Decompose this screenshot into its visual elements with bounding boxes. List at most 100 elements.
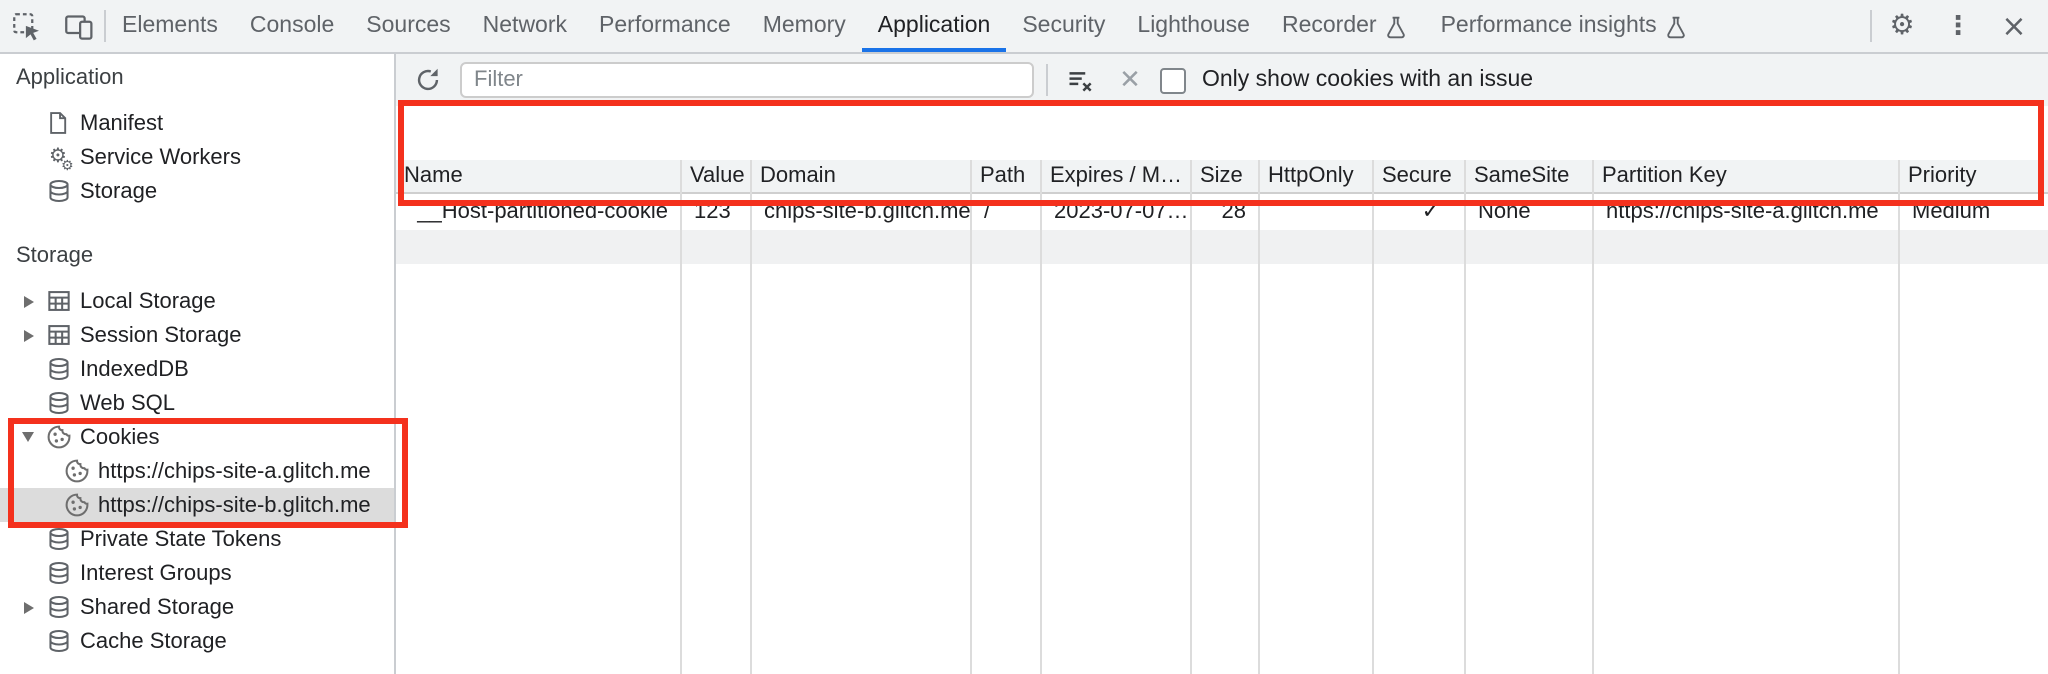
- flask-icon: [1665, 13, 1689, 39]
- cell-samesite[interactable]: None: [1478, 200, 1531, 224]
- sidebar-item-cache-storage[interactable]: Cache Storage: [0, 624, 394, 658]
- application-sidebar: Application Manifest ⚙⚙ Service Workers …: [0, 54, 396, 674]
- column-header-priority[interactable]: Priority: [1900, 160, 2048, 194]
- cell-secure-checkmark[interactable]: ✓: [1421, 200, 1440, 224]
- toolbar-separator: [104, 10, 106, 42]
- sidebar-item-manifest[interactable]: Manifest: [0, 106, 394, 140]
- toggle-device-toolbar-button[interactable]: [52, 0, 104, 52]
- cell-expires[interactable]: 2023-07-07…: [1054, 200, 1189, 224]
- section-title-application: Application: [16, 66, 124, 90]
- sidebar-item-session-storage[interactable]: Session Storage: [0, 318, 394, 352]
- manifest-file-icon: [44, 109, 72, 137]
- toolbar-separator: [1870, 10, 1872, 42]
- cookie-icon: [44, 423, 72, 451]
- column-header-name[interactable]: Name: [396, 160, 680, 194]
- table-icon: [44, 321, 72, 349]
- expand-arrow-icon[interactable]: [23, 295, 33, 307]
- cookie-icon: [62, 457, 90, 485]
- sidebar-item-shared-storage[interactable]: Shared Storage: [0, 590, 394, 624]
- tab-recorder[interactable]: Recorder: [1266, 0, 1425, 52]
- column-header-path[interactable]: Path: [972, 160, 1040, 194]
- column-header-partition-key[interactable]: Partition Key: [1594, 160, 1898, 194]
- settings-button[interactable]: ⚙: [1876, 0, 1928, 52]
- database-icon: [44, 389, 72, 417]
- tab-lighthouse[interactable]: Lighthouse: [1137, 14, 1250, 38]
- cell-priority[interactable]: Medium: [1912, 200, 1991, 224]
- cell-httponly[interactable]: [1260, 194, 1372, 230]
- empty-row: [1042, 230, 1190, 264]
- clear-filter-button[interactable]: [1060, 54, 1100, 106]
- tab-sources[interactable]: Sources: [366, 14, 451, 38]
- column-header-expires[interactable]: Expires / M…: [1042, 160, 1190, 194]
- delete-all-button[interactable]: ✕: [1112, 54, 1148, 106]
- database-icon: [44, 525, 72, 553]
- reload-icon: [414, 66, 442, 94]
- table-icon: [44, 287, 72, 315]
- cell-name[interactable]: __Host-partitioned-cookie: [417, 200, 668, 224]
- refresh-button[interactable]: [408, 54, 448, 106]
- empty-row: [1374, 230, 1464, 264]
- database-icon: [44, 559, 72, 587]
- column-header-httponly[interactable]: HttpOnly: [1260, 160, 1372, 194]
- tab-performance-insights[interactable]: Performance insights: [1425, 0, 1705, 52]
- expand-arrow-icon[interactable]: [23, 601, 33, 613]
- column-header-samesite[interactable]: SameSite: [1466, 160, 1592, 194]
- empty-row: [1900, 230, 2048, 264]
- cookies-table: Name __Host-partitioned-cookie Value 123…: [396, 160, 2048, 674]
- cookies-panel: ✕ Only show cookies with an issue Name _…: [396, 54, 2048, 674]
- toggle-device-toolbar-icon: [63, 11, 93, 41]
- settings-gear-icon: ⚙: [1889, 10, 1915, 42]
- sidebar-item-cookies-chips-site-b[interactable]: https://chips-site-b.glitch.me: [0, 488, 394, 522]
- cell-value[interactable]: 123: [694, 200, 731, 224]
- panel-tabs: Elements Console Sources Network Perform…: [106, 0, 1862, 52]
- tab-network[interactable]: Network: [482, 14, 568, 38]
- empty-row: [752, 230, 970, 264]
- inspect-cursor-button[interactable]: [0, 0, 52, 52]
- close-devtools-button[interactable]: ×: [1988, 0, 2040, 52]
- more-options-button[interactable]: ⋮: [1932, 0, 1984, 52]
- topbar-right-controls: ⚙ ⋮ ×: [1862, 0, 2048, 52]
- database-icon: [44, 355, 72, 383]
- cookie-icon: [62, 491, 90, 519]
- issues-checkbox-label[interactable]: Only show cookies with an issue: [1202, 68, 1534, 92]
- toolbar-separator: [1046, 64, 1048, 96]
- column-header-secure[interactable]: Secure: [1374, 160, 1464, 194]
- cell-partition-key[interactable]: https://chips-site-a.glitch.me: [1606, 200, 1879, 224]
- sidebar-item-cookies-chips-site-a[interactable]: https://chips-site-a.glitch.me: [0, 454, 394, 488]
- expand-arrow-icon[interactable]: [23, 329, 33, 341]
- filter-input[interactable]: [460, 62, 1034, 98]
- cell-size[interactable]: 28: [1221, 200, 1247, 224]
- empty-row: [396, 230, 680, 264]
- sidebar-item-storage[interactable]: Storage: [0, 174, 394, 208]
- flask-icon: [1385, 13, 1409, 39]
- column-header-domain[interactable]: Domain: [752, 160, 970, 194]
- column-header-size[interactable]: Size: [1192, 160, 1258, 194]
- empty-row: [972, 230, 1040, 264]
- tab-security[interactable]: Security: [1022, 14, 1106, 38]
- issues-checkbox[interactable]: [1160, 67, 1186, 93]
- sidebar-item-cookies[interactable]: Cookies: [0, 420, 394, 454]
- sidebar-item-private-state-tokens[interactable]: Private State Tokens: [0, 522, 394, 556]
- tab-elements[interactable]: Elements: [122, 14, 218, 38]
- database-icon: [44, 593, 72, 621]
- database-icon: [44, 627, 72, 655]
- collapse-arrow-icon[interactable]: [22, 432, 34, 442]
- empty-row: [1260, 230, 1372, 264]
- sidebar-item-local-storage[interactable]: Local Storage: [0, 284, 394, 318]
- tab-console[interactable]: Console: [249, 14, 335, 38]
- sidebar-item-interest-groups[interactable]: Interest Groups: [0, 556, 394, 590]
- empty-row: [1466, 230, 1592, 264]
- tab-application[interactable]: Application: [861, 0, 1007, 52]
- tab-memory[interactable]: Memory: [762, 14, 846, 38]
- clear-filter-icon: [1066, 66, 1094, 94]
- tab-performance[interactable]: Performance: [599, 14, 731, 38]
- cell-path[interactable]: /: [984, 200, 991, 224]
- sidebar-item-web-sql[interactable]: Web SQL: [0, 386, 394, 420]
- database-icon: [44, 177, 72, 205]
- sidebar-item-service-workers[interactable]: ⚙⚙ Service Workers: [0, 140, 394, 174]
- sidebar-item-indexeddb[interactable]: IndexedDB: [0, 352, 394, 386]
- devtools-tab-bar: Elements Console Sources Network Perform…: [0, 0, 2048, 54]
- cell-domain[interactable]: chips-site-b.glitch.me: [764, 200, 970, 224]
- column-header-value[interactable]: Value: [682, 160, 750, 194]
